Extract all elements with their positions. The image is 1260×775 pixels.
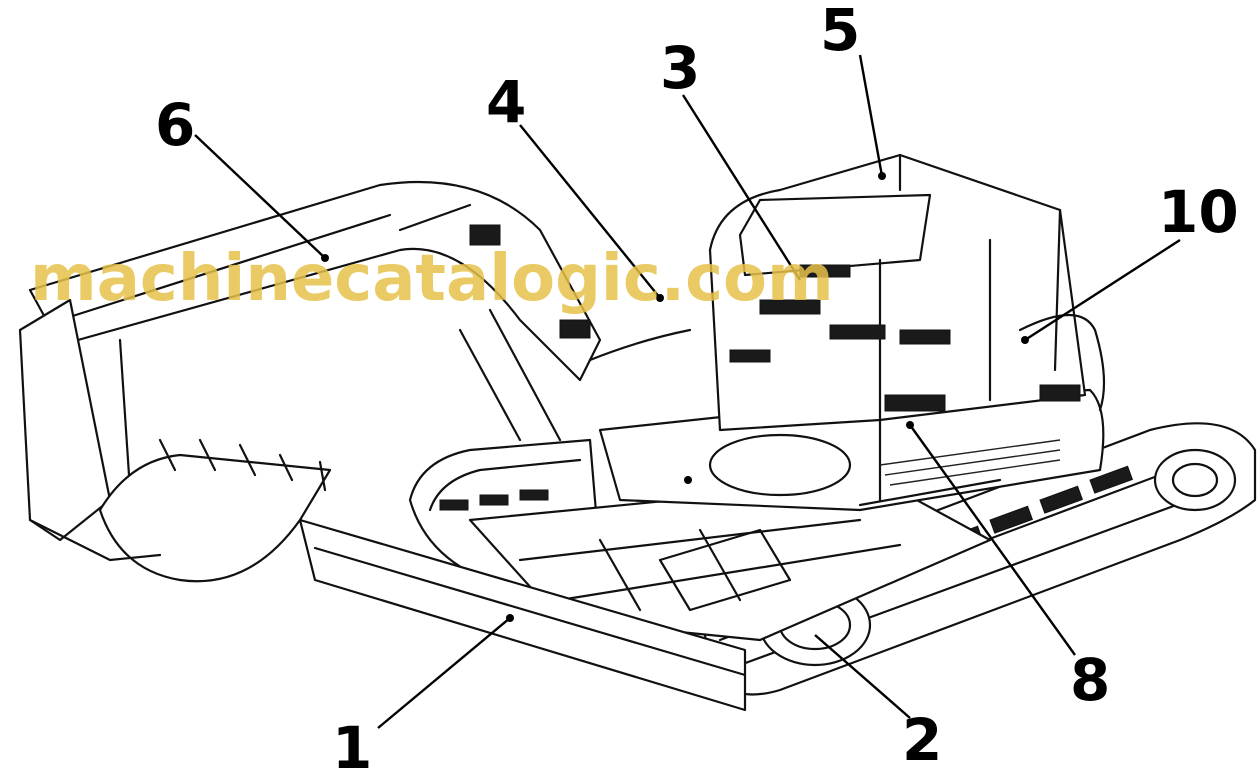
leader-lines [194, 54, 1181, 729]
watermark-text: machinecatalogic.com [30, 242, 834, 316]
operator-cab [708, 153, 1106, 432]
callout-10: 10 [1158, 178, 1239, 246]
stick-and-bucket [18, 298, 332, 583]
callout-8: 8 [1070, 646, 1110, 714]
callout-1: 1 [332, 714, 372, 770]
callout-2: 2 [902, 706, 942, 770]
callout-6: 6 [155, 91, 195, 159]
callout-3: 3 [660, 34, 700, 102]
dozer-blade [298, 518, 747, 712]
callout-4: 4 [486, 68, 526, 136]
callout-5: 5 [820, 0, 860, 64]
